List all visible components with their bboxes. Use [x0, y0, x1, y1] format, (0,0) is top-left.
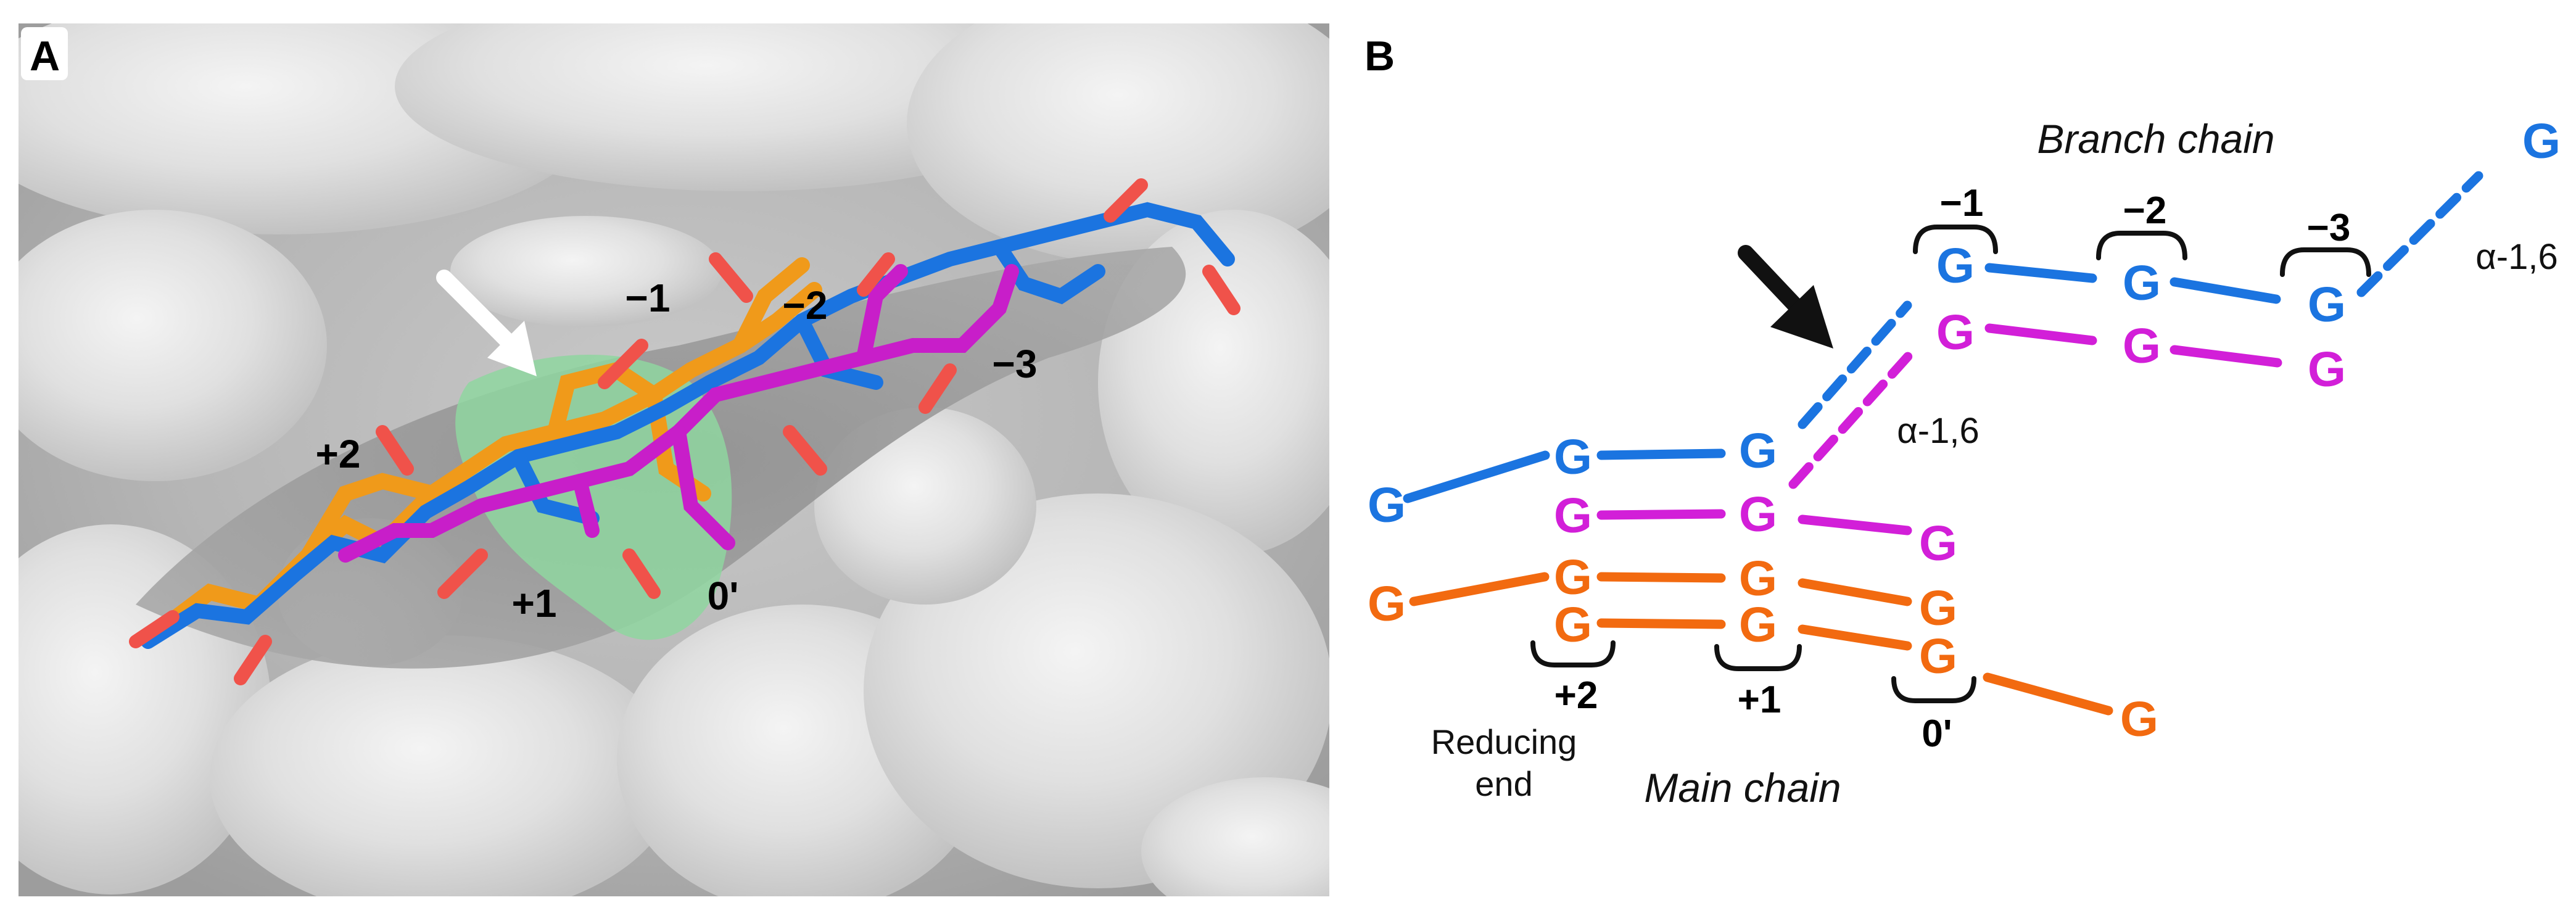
residue-blue-6: G [2308, 277, 2346, 332]
site-minus1: −1 [1940, 182, 1984, 225]
panel-a-letter: A [30, 33, 60, 80]
linkage-label-upper: α-1,6 [2475, 237, 2557, 277]
branch-chain-title: Branch chain [2037, 116, 2274, 162]
residue-blue-4: G [1936, 238, 1975, 293]
residue-orange-5: G [1739, 597, 1777, 652]
brace-minus2 [2096, 231, 2187, 260]
chain-orange [1409, 572, 2113, 716]
residue-blue-2: G [1554, 429, 1592, 484]
residue-orange-6: G [1919, 580, 1957, 635]
residue-magenta-4: G [1936, 305, 1975, 360]
site-label-plus2: +2 [316, 432, 361, 476]
residue-orange-2: G [1554, 550, 1592, 605]
subsite-braces [1530, 225, 2371, 703]
site-plus1: +1 [1738, 679, 1781, 721]
panel-b-schematic: B [1364, 33, 2561, 811]
chain-links [1403, 171, 2483, 716]
residue-orange-4: G [1739, 551, 1777, 606]
main-chain-title: Main chain [1644, 765, 1841, 811]
brace-plus1 [1714, 644, 1802, 671]
residue-magenta-3: G [1919, 516, 1957, 571]
site-label-zero: 0' [708, 574, 739, 618]
reducing-end-label-line2: end [1475, 764, 1532, 803]
residue-orange-7: G [1919, 629, 1957, 684]
site-label-minus1: −1 [625, 276, 671, 320]
ligand-magenta [338, 264, 1019, 563]
reducing-end-label-line1: Reducing [1431, 722, 1577, 761]
residue-blue-1: G [1368, 477, 1406, 532]
residue-magenta-5: G [2123, 318, 2161, 373]
residue-orange-8: G [2120, 692, 2158, 746]
site-plus2: +2 [1554, 674, 1598, 717]
residue-magenta-1: G [1554, 488, 1592, 543]
brace-minus1 [1913, 225, 1998, 254]
residue-orange-1: G [1368, 576, 1406, 631]
site-minus3: −3 [2307, 207, 2351, 249]
panel-a-structure: +2 +1 0' −1 −2 −3 [19, 23, 1329, 896]
brace-plus2 [1530, 640, 1616, 667]
ligand-sticks [129, 178, 1241, 685]
residue-magenta-6: G [2308, 342, 2346, 397]
site-minus2: −2 [2123, 189, 2167, 232]
ligand-oxygens [129, 178, 1241, 685]
site-label-plus1: +1 [512, 581, 557, 626]
panel-a-letter-box [21, 27, 68, 80]
brace-zero [1891, 676, 1976, 703]
residue-blue-5: G [2123, 255, 2161, 310]
residue-orange-3: G [1554, 597, 1592, 652]
site-zero: 0' [1922, 712, 1952, 755]
chain-magenta [1596, 323, 2282, 535]
panel-b-letter: B [1364, 33, 1395, 80]
linkage-label-lower: α-1,6 [1897, 411, 1979, 451]
residue-blue-7: G [2522, 114, 2561, 168]
site-label-minus2: −2 [783, 283, 828, 328]
residue-magenta-2: G [1739, 487, 1777, 542]
brace-minus3 [2280, 247, 2371, 277]
catalytic-site-arrow-white [436, 270, 537, 376]
residue-blue-3: G [1739, 423, 1777, 478]
chain-blue [1403, 171, 2483, 503]
site-label-minus3: −3 [993, 342, 1038, 386]
cleavage-site-arrow-black [1738, 245, 1833, 349]
